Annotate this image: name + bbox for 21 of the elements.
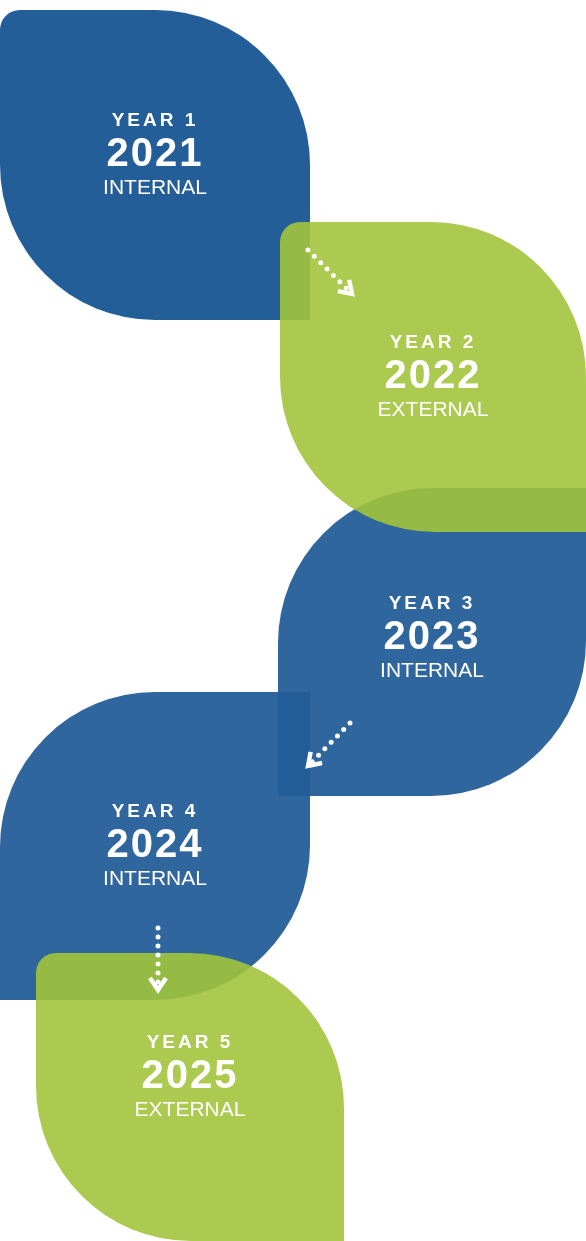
type-label: EXTERNAL (377, 396, 489, 422)
type-label: INTERNAL (103, 174, 207, 200)
year-number: 2025 (141, 1053, 239, 1095)
year-number: 2024 (106, 822, 204, 864)
type-label: INTERNAL (103, 865, 207, 891)
year-label: YEAR 5 (146, 1031, 234, 1053)
year-number: 2022 (384, 353, 482, 395)
type-label: EXTERNAL (134, 1096, 246, 1122)
dotted-arrow (305, 247, 355, 297)
year-label: YEAR 4 (111, 800, 199, 822)
year-label: YEAR 1 (111, 109, 199, 131)
leaf-shape (280, 222, 586, 532)
year-label: YEAR 2 (389, 331, 477, 353)
year-label: YEAR 3 (388, 592, 476, 614)
dotted-arrow (305, 720, 353, 769)
leaf-shape (36, 953, 344, 1241)
type-label: INTERNAL (380, 657, 484, 683)
dotted-arrow (147, 925, 169, 993)
year-number: 2023 (383, 614, 481, 656)
year-number: 2021 (106, 131, 204, 173)
leaf-shape (0, 10, 310, 320)
